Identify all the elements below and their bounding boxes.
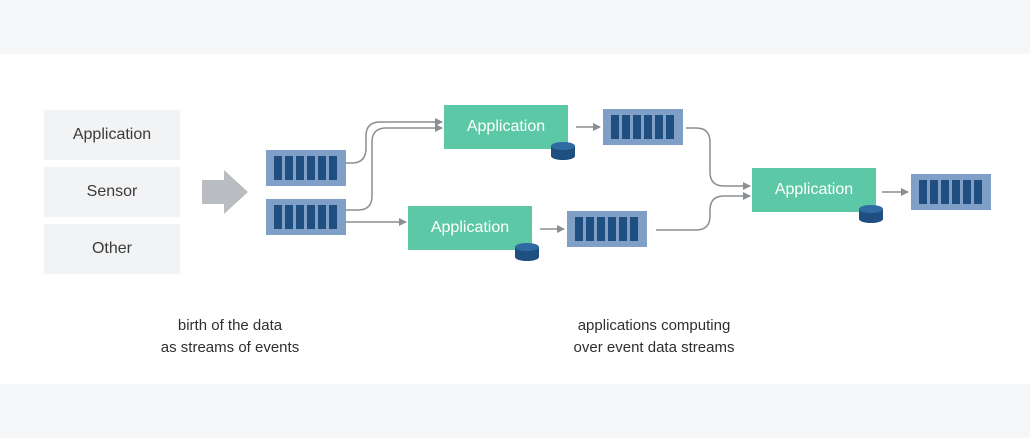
queue-cell [307, 205, 315, 229]
queue-cell [919, 180, 927, 204]
queue-cell [941, 180, 949, 204]
caption-right: applications computing over event data s… [524, 315, 784, 359]
queue-cell [930, 180, 938, 204]
queue-cell [597, 217, 605, 241]
connector-queue4-app3 [656, 192, 751, 231]
queue-cell [655, 115, 663, 139]
queue-cell [644, 115, 652, 139]
queue-cell [630, 217, 638, 241]
queue-cell [633, 115, 641, 139]
event-queue-icon [266, 199, 346, 235]
queue-cell [274, 156, 282, 180]
queue-cell [285, 205, 293, 229]
queue-cell [274, 205, 282, 229]
queue-cell [974, 180, 982, 204]
queue-cell [608, 217, 616, 241]
event-queue-icon [603, 109, 683, 145]
queue-cell [296, 156, 304, 180]
event-queue-icon [911, 174, 991, 210]
queue-cell [575, 217, 583, 241]
queue-cell [611, 115, 619, 139]
queue-cell [296, 205, 304, 229]
queue-cell [622, 115, 630, 139]
caption-left-line2: as streams of events [160, 339, 300, 356]
queue-cell [307, 156, 315, 180]
application-box-bottom: Application [408, 206, 532, 250]
big-arrow-icon [202, 170, 248, 214]
queue-cell [318, 156, 326, 180]
connector-queue3-app3 [686, 127, 751, 190]
source-other: Other [44, 224, 180, 274]
caption-left: birth of the data as streams of events [110, 315, 350, 359]
event-queue-icon [567, 211, 647, 247]
caption-right-line2: over event data streams [573, 339, 735, 356]
queue-cell [666, 115, 674, 139]
caption-right-line1: applications computing [577, 317, 731, 334]
queue-cell [318, 205, 326, 229]
source-application: Application [44, 110, 180, 160]
caption-left-line1: birth of the data [177, 317, 283, 334]
queue-cell [963, 180, 971, 204]
connector-queue1-app1 [346, 118, 443, 164]
event-queue-icon [266, 150, 346, 186]
application-box-right: Application [752, 168, 876, 212]
queue-cell [952, 180, 960, 204]
application-box-top: Application [444, 105, 568, 149]
queue-cell [329, 156, 337, 180]
queue-cell [285, 156, 293, 180]
queue-cell [619, 217, 627, 241]
connector-queue2-app1 [346, 124, 443, 211]
source-sensor: Sensor [44, 167, 180, 217]
queue-cell [329, 205, 337, 229]
queue-cell [586, 217, 594, 241]
